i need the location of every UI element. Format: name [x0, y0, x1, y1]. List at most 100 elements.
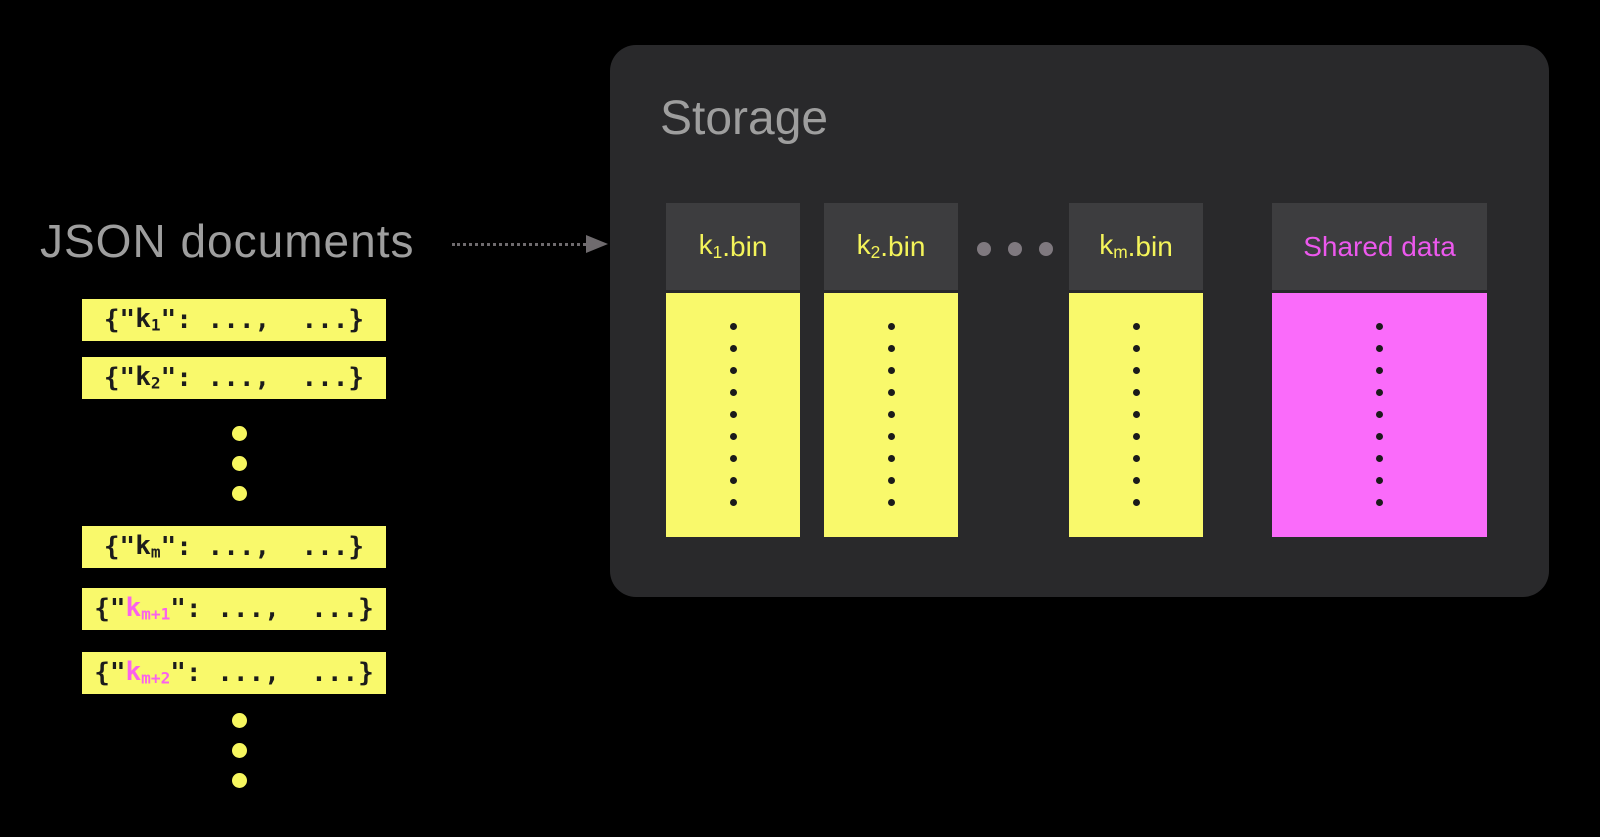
record-dot: [729, 367, 737, 374]
bin-body: [824, 290, 958, 537]
column-ellipsis: [977, 242, 1053, 256]
doc-close-text: ": ..., ...}: [160, 532, 365, 562]
record-dot: [1132, 499, 1140, 506]
doc-key-subscript: m+1: [141, 604, 171, 624]
doc-close-text: ": ..., ...}: [170, 658, 374, 688]
json-doc-bar: {"km+1": ..., ...}: [82, 588, 386, 630]
record-dot: [729, 433, 737, 440]
bin-body: [666, 290, 800, 537]
record-dot: [729, 455, 737, 462]
doc-close-text: ": ..., ...}: [160, 305, 365, 335]
json-doc-bar: {"km": ..., ...}: [82, 526, 386, 568]
bin-header: k1.bin: [666, 203, 800, 290]
column-ellipsis-dot: [1008, 242, 1022, 256]
record-dot: [887, 367, 895, 374]
record-dot: [1132, 411, 1140, 418]
record-dot: [1132, 455, 1140, 462]
column-ellipsis-dot: [1039, 242, 1053, 256]
dotted-arrow-line: [452, 243, 586, 246]
record-dot: [729, 499, 737, 506]
record-dot: [729, 345, 737, 352]
bin-label-subscript: m: [1113, 242, 1128, 263]
doc-key-subscript: 2: [150, 373, 161, 393]
record-dot: [1132, 389, 1140, 396]
bin-label-key: k2: [856, 229, 881, 263]
doc-open-text: {": [103, 363, 136, 393]
record-dot: [887, 323, 895, 330]
record-dot: [1132, 345, 1140, 352]
bin-column: km.bin: [1069, 203, 1203, 537]
vertical-ellipsis-dot: [232, 773, 247, 788]
bin-header: k2.bin: [824, 203, 958, 290]
record-dot: [729, 477, 737, 484]
record-dot: [729, 411, 737, 418]
vertical-ellipsis-dot: [232, 713, 247, 728]
shared-data-body: [1272, 290, 1487, 537]
doc-ellipsis: [232, 713, 247, 788]
record-dot: [887, 411, 895, 418]
record-dot: [887, 433, 895, 440]
record-dot: [1376, 433, 1383, 440]
json-documents-label: JSON documents: [40, 215, 415, 267]
doc-open-text: {": [94, 658, 126, 688]
column-ellipsis-dot: [977, 242, 991, 256]
doc-close-text: ": ..., ...}: [170, 594, 374, 624]
storage-title: Storage: [660, 92, 829, 145]
doc-open-text: {": [94, 594, 126, 624]
record-dot: [1376, 389, 1383, 396]
record-dot: [1376, 411, 1383, 418]
bin-column: k2.bin: [824, 203, 958, 537]
doc-key-text: km: [135, 531, 161, 562]
record-dot: [1132, 323, 1140, 330]
doc-close-text: ": ..., ...}: [160, 363, 365, 393]
doc-open-text: {": [103, 532, 136, 562]
bin-label-suffix: .bin: [1127, 230, 1173, 262]
shared-data-column: Shared data: [1272, 203, 1487, 537]
bin-label-key: km: [1099, 229, 1128, 263]
json-doc-bar: {"k2": ..., ...}: [82, 357, 386, 399]
record-dot: [729, 389, 737, 396]
doc-key-subscript: m: [150, 542, 161, 562]
doc-open-text: {": [103, 305, 136, 335]
record-dot: [1132, 477, 1140, 484]
doc-key-text: k1: [135, 304, 161, 335]
bin-label-suffix: .bin: [880, 230, 926, 262]
doc-ellipsis: [232, 426, 247, 501]
doc-key-text: km+2: [125, 657, 171, 688]
shared-data-label: Shared data: [1303, 230, 1456, 262]
record-dot: [887, 389, 895, 396]
record-dot: [1376, 477, 1383, 484]
doc-key-subscript: m+2: [141, 668, 171, 688]
bin-column: k1.bin: [666, 203, 800, 537]
json-doc-bar: {"k1": ..., ...}: [82, 299, 386, 341]
record-dot: [1376, 367, 1383, 374]
doc-key-text: km+1: [125, 593, 171, 624]
record-dot: [1132, 433, 1140, 440]
json-doc-bar: {"km+2": ..., ...}: [82, 652, 386, 694]
record-dot: [887, 499, 895, 506]
record-dot: [887, 345, 895, 352]
shared-data-header: Shared data: [1272, 203, 1487, 290]
vertical-ellipsis-dot: [232, 456, 247, 471]
vertical-ellipsis-dot: [232, 426, 247, 441]
record-dot: [1132, 367, 1140, 374]
bin-header: km.bin: [1069, 203, 1203, 290]
bin-label-key: k1: [698, 229, 723, 263]
doc-key-text: k2: [135, 362, 161, 393]
record-dot: [1376, 499, 1383, 506]
bin-body: [1069, 290, 1203, 537]
bin-label-subscript: 2: [870, 242, 881, 263]
record-dot: [1376, 323, 1383, 330]
record-dot: [887, 477, 895, 484]
record-dot: [887, 455, 895, 462]
record-dot: [729, 323, 737, 330]
doc-key-subscript: 1: [150, 315, 161, 335]
vertical-ellipsis-dot: [232, 486, 247, 501]
vertical-ellipsis-dot: [232, 743, 247, 758]
bin-label-suffix: .bin: [722, 230, 768, 262]
arrow-head-icon: [586, 235, 608, 253]
record-dot: [1376, 455, 1383, 462]
bin-label-subscript: 1: [712, 242, 723, 263]
